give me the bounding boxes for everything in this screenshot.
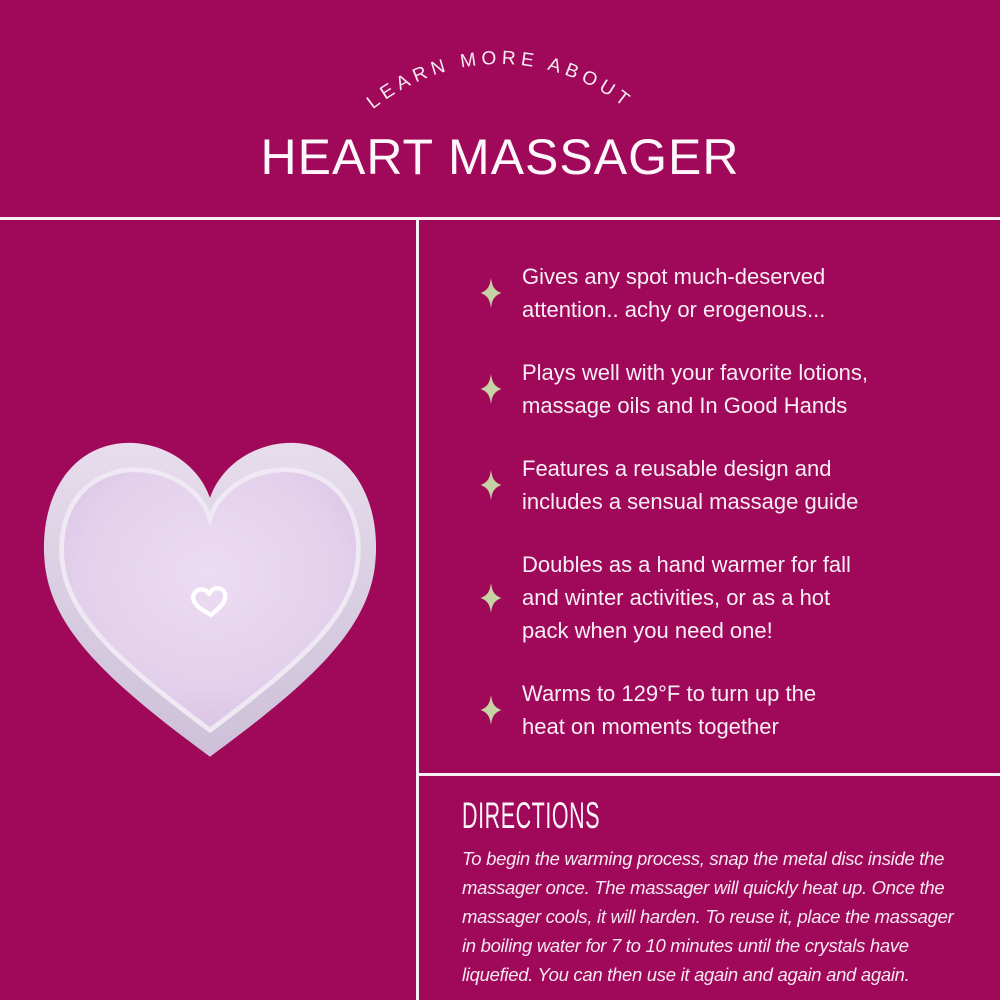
feature-text: Gives any spot much-deserved attention..…	[522, 260, 825, 326]
directions-line: massager once. The massager will quickly…	[462, 877, 945, 898]
feature-item: Doubles as a hand warmer for fall and wi…	[479, 548, 1000, 647]
feature-text: Warms to 129°F to turn up the heat on mo…	[522, 677, 816, 743]
sparkle-icon	[480, 374, 502, 404]
directions-heading: DIRECTIONS	[462, 795, 601, 836]
feature-text: Plays well with your favorite lotions, m…	[522, 356, 868, 422]
feature-line: includes a sensual massage guide	[522, 489, 859, 514]
directions-body: To begin the warming process, snap the m…	[462, 844, 982, 989]
feature-list: Gives any spot much-deserved attention..…	[419, 220, 1000, 773]
header: LEARN MORE ABOUT HEART MASSAGER	[0, 0, 1000, 218]
heart-body	[59, 467, 361, 734]
feature-line: attention.. achy or erogenous...	[522, 297, 826, 322]
divider-horizontal-top	[0, 217, 1000, 220]
directions-line: liquefied. You can then use it again and…	[462, 964, 910, 985]
directions-line: massager cools, it will harden. To reuse…	[462, 906, 954, 927]
product-photo	[38, 424, 382, 772]
sparkle-icon	[480, 695, 502, 725]
feature-item: Gives any spot much-deserved attention..…	[479, 260, 1000, 326]
sparkle-icon	[480, 470, 502, 500]
feature-line: massage oils and In Good Hands	[522, 393, 848, 418]
feature-text: Doubles as a hand warmer for fall and wi…	[522, 548, 851, 647]
feature-line: Features a reusable design and	[522, 456, 832, 481]
heart-outline-logo	[191, 586, 228, 618]
directions-section: DIRECTIONS To begin the warming process,…	[419, 776, 1000, 989]
feature-item: Plays well with your favorite lotions, m…	[479, 356, 1000, 422]
sparkle-icon	[480, 582, 502, 613]
feature-line: heat on moments together	[522, 714, 779, 739]
eyebrow-text: LEARN MORE ABOUT	[363, 48, 637, 114]
feature-text: Features a reusable design and includes …	[522, 452, 858, 518]
feature-line: and winter activities, or as a hot	[522, 585, 831, 610]
sparkle-icon	[480, 278, 502, 308]
divider-horizontal-directions	[416, 773, 1000, 776]
feature-item: Features a reusable design and includes …	[479, 452, 1000, 518]
feature-line: Gives any spot much-deserved	[522, 264, 826, 289]
page-title: HEART MASSAGER	[260, 129, 740, 185]
feature-line: pack when you need one!	[522, 618, 773, 643]
eyebrow-arc: LEARN MORE ABOUT	[363, 48, 637, 114]
heart-massager-photo	[43, 442, 377, 757]
feature-item: Warms to 129°F to turn up the heat on mo…	[479, 677, 1000, 743]
feature-line: Warms to 129°F to turn up the	[522, 681, 817, 706]
directions-line: in boiling water for 7 to 10 minutes unt…	[462, 935, 909, 956]
feature-line: Plays well with your favorite lotions,	[522, 360, 869, 385]
feature-line: Doubles as a hand warmer for fall	[522, 552, 851, 577]
directions-line: To begin the warming process, snap the m…	[462, 848, 945, 869]
divider-vertical	[416, 217, 419, 1000]
